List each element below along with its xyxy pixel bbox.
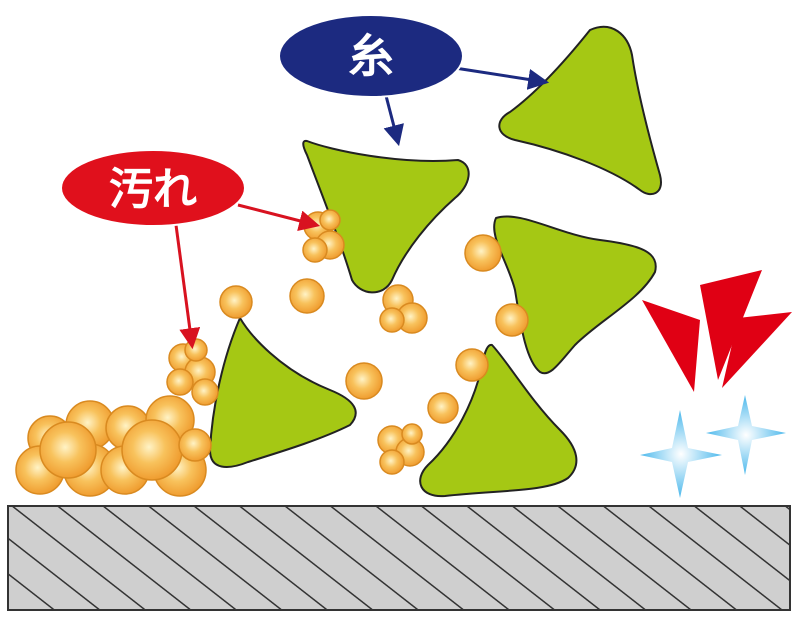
- dirt-label-text: 汚れ: [109, 164, 197, 215]
- dirt-clump-large: [15, 400, 117, 497]
- thread-arrow: [454, 66, 550, 90]
- sparkle-icon: [640, 395, 786, 498]
- dirt-ball: [427, 392, 459, 424]
- fiber-particle: [493, 215, 657, 375]
- dirt-ball: [455, 348, 489, 382]
- dirt-cluster: [379, 284, 428, 334]
- dirt-ball: [219, 285, 253, 319]
- thread-label: 糸: [278, 14, 464, 98]
- dirt-ball: [289, 278, 325, 314]
- dirt-cluster: [377, 423, 425, 475]
- dirt-particles: [15, 209, 529, 497]
- fiber-particle: [498, 25, 662, 196]
- dirt-ball: [464, 234, 502, 272]
- dirt-label: 汚れ: [60, 149, 246, 227]
- dirt-ball: [345, 362, 383, 400]
- dirt-arrow: [174, 224, 201, 350]
- impact-burst-icon: [642, 270, 792, 392]
- dirt-ball: [495, 303, 529, 337]
- fiber-particles: [209, 25, 662, 498]
- dirt-cluster: [302, 209, 345, 263]
- dirt-clump-large: [100, 395, 212, 497]
- dirt-cluster: [166, 338, 219, 406]
- surface-base: [7, 505, 791, 611]
- fiber-particle: [302, 139, 470, 294]
- dirt-arrow: [237, 203, 321, 231]
- thread-label-text: 糸: [348, 29, 394, 83]
- dirt-arrows: [174, 203, 321, 350]
- fiber-particle: [209, 317, 357, 468]
